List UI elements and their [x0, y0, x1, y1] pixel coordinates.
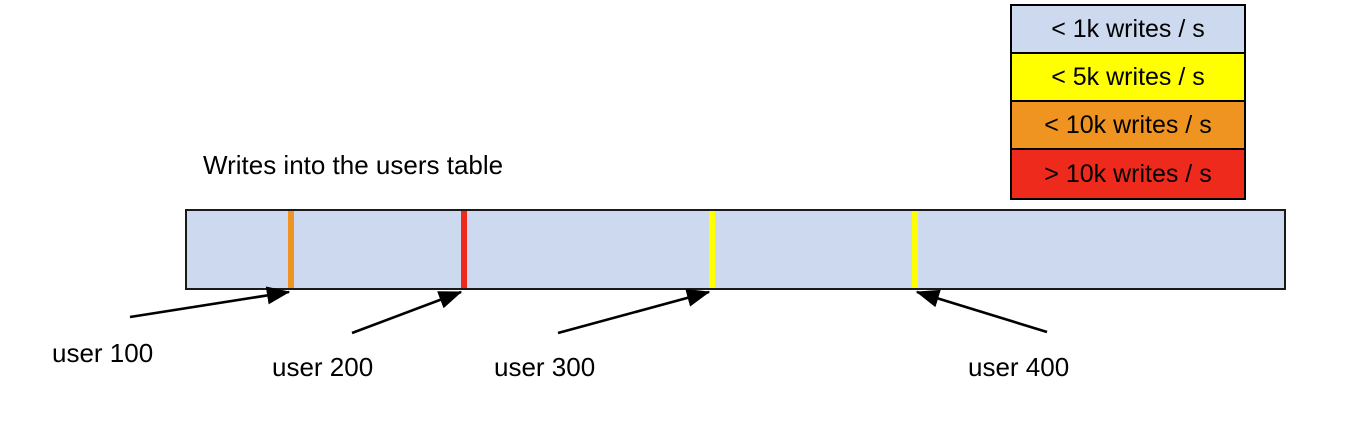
- legend-label-lt-10k: < 10k writes / s: [1044, 110, 1212, 139]
- callout-label-user-200: user 200: [272, 352, 374, 382]
- callout-label-user-100: user 100: [52, 338, 154, 368]
- arrow-user-300: [557, 289, 711, 335]
- legend-row-gt-10k: > 10k writes / s: [1012, 150, 1244, 198]
- legend-row-lt-10k: < 10k writes / s: [1012, 102, 1244, 150]
- stripe-user-100: [288, 211, 294, 288]
- legend-label-lt-5k: < 5k writes / s: [1051, 62, 1205, 91]
- arrow-user-400: [915, 289, 1048, 334]
- write-rate-legend: < 1k writes / s < 5k writes / s < 10k wr…: [1010, 4, 1246, 200]
- arrow-user-100: [129, 286, 291, 319]
- legend-row-lt-1k: < 1k writes / s: [1012, 6, 1244, 54]
- legend-row-lt-5k: < 5k writes / s: [1012, 54, 1244, 102]
- legend-label-lt-1k: < 1k writes / s: [1051, 14, 1205, 43]
- stripe-user-400: [912, 211, 918, 288]
- stripe-user-300: [709, 211, 715, 288]
- chart-title: Writes into the users table: [203, 150, 504, 180]
- arrow-user-200: [351, 290, 463, 335]
- users-table-bar: [185, 209, 1286, 290]
- callout-label-user-300: user 300: [494, 352, 596, 382]
- callout-label-user-400: user 400: [968, 352, 1070, 382]
- stripe-user-200: [461, 211, 467, 288]
- legend-label-gt-10k: > 10k writes / s: [1044, 159, 1212, 188]
